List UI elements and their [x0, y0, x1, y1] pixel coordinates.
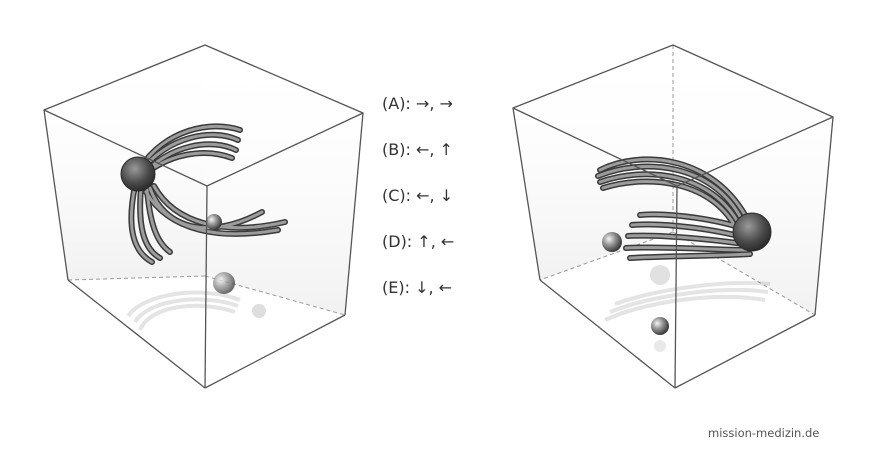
left-knot — [120, 156, 156, 192]
left-reflected-ball — [213, 272, 235, 294]
option-d: (D): ↑, ← — [382, 232, 455, 251]
watermark: mission-medizin.de — [708, 426, 820, 440]
option-c: (C): ←, ↓ — [382, 186, 454, 205]
left-cube-figure — [43, 44, 364, 389]
left-cube-edges — [43, 44, 364, 389]
right-ball-lower — [651, 317, 669, 335]
option-e: (E): ↓, ← — [382, 278, 453, 297]
right-ball-upper — [602, 232, 622, 252]
right-cube-edges — [512, 44, 834, 389]
left-cube-reflection — [126, 290, 241, 331]
right-cube-hidden-edges — [539, 45, 816, 316]
answer-options: (A): →, → (B): ←, ↑ (C): ←, ↓ (D): ↑, ← … — [382, 92, 502, 322]
left-ball — [206, 214, 222, 230]
option-a: (A): →, → — [382, 94, 453, 113]
left-tube-bundle — [120, 123, 288, 265]
option-b: (B): ←, ↑ — [382, 140, 453, 159]
right-cube-reflection — [604, 280, 771, 322]
right-knot — [732, 212, 772, 252]
right-tube-bundle — [595, 156, 772, 261]
right-cube-figure — [512, 44, 834, 389]
